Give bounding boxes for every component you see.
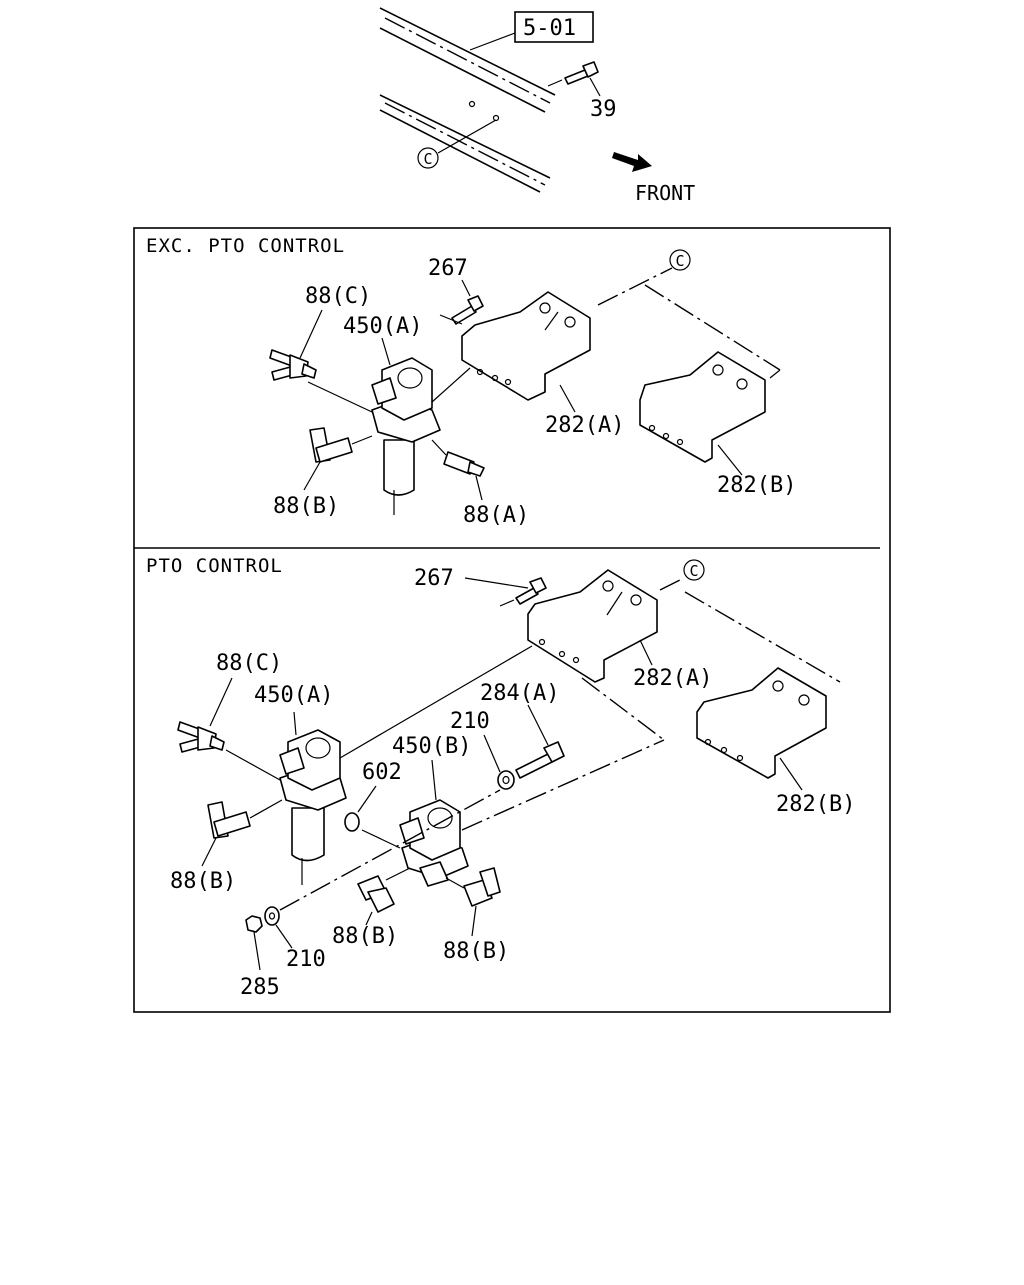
pto-elbow-mid-label: 88(B) bbox=[332, 924, 398, 949]
pto-callout-c-letter: C bbox=[689, 562, 698, 580]
front-label: FRONT bbox=[635, 181, 695, 205]
exc-tee-fitting bbox=[269, 349, 317, 381]
exc-straight-fitting bbox=[443, 451, 485, 477]
pto-bolt-label: 267 bbox=[414, 566, 454, 591]
exc-tee-label: 88(C) bbox=[305, 284, 371, 309]
pto-bolt-267 bbox=[464, 577, 547, 607]
pto-oring-label: 602 bbox=[362, 760, 402, 785]
exc-bracket-282b bbox=[639, 351, 766, 463]
bolt-39 bbox=[547, 61, 601, 97]
pto-bolt-b-label: 284(A) bbox=[480, 681, 559, 706]
exc-valve-label: 450(A) bbox=[343, 314, 422, 339]
callout-c-letter: C bbox=[423, 150, 432, 168]
pto-nut-285 bbox=[245, 915, 263, 933]
parts-frame bbox=[133, 227, 891, 1013]
bolt-39-label: 39 bbox=[590, 97, 617, 122]
pto-valve-a-label: 450(A) bbox=[254, 683, 333, 708]
pto-elbow-left-label: 88(B) bbox=[170, 869, 236, 894]
pto-bracket-282a bbox=[527, 569, 658, 683]
reference-box bbox=[514, 11, 594, 43]
pto-elbow-left bbox=[207, 801, 251, 839]
pto-title: PTO CONTROL bbox=[146, 555, 283, 577]
pto-valve-450b bbox=[399, 799, 469, 887]
pto-elbow-mid bbox=[357, 875, 395, 913]
pto-nut-label: 285 bbox=[240, 975, 280, 1000]
pto-elbow-right-label: 88(B) bbox=[443, 939, 509, 964]
pto-washer-210-bottom bbox=[264, 906, 280, 926]
pto-bracket-b-label: 282(B) bbox=[776, 792, 855, 817]
pto-bracket-a-label: 282(A) bbox=[633, 666, 712, 691]
pto-tee-fitting bbox=[177, 721, 225, 753]
pto-washer-top-label: 210 bbox=[450, 709, 490, 734]
exc-callout-c bbox=[669, 249, 691, 271]
pto-washer-bottom-label: 210 bbox=[286, 947, 326, 972]
pto-valve-b-label: 450(B) bbox=[392, 734, 471, 759]
exc-elbow-fitting bbox=[309, 427, 353, 463]
exc-bolt-label: 267 bbox=[428, 256, 468, 281]
exc-bolt-267 bbox=[451, 279, 484, 325]
exc-bracket-b-label: 282(B) bbox=[717, 473, 796, 498]
pto-valve-450a bbox=[279, 729, 347, 885]
pto-bolt-284a bbox=[515, 741, 565, 779]
reference-label: 5-01 bbox=[523, 16, 576, 41]
exc-bracket-a-label: 282(A) bbox=[545, 413, 624, 438]
exc-valve-450a bbox=[371, 357, 441, 515]
pto-oring-602 bbox=[344, 812, 360, 832]
pto-tee-label: 88(C) bbox=[216, 651, 282, 676]
exc-elbow-label: 88(B) bbox=[273, 494, 339, 519]
exc-bracket-282a bbox=[461, 291, 591, 401]
pto-bracket-282b bbox=[696, 667, 827, 779]
exc-callout-c-letter: C bbox=[675, 252, 684, 270]
callout-c-circle bbox=[417, 147, 439, 169]
pto-callout-c bbox=[683, 559, 705, 581]
pto-washer-210-top bbox=[497, 770, 515, 790]
exc-straight-label: 88(A) bbox=[463, 503, 529, 528]
pto-elbow-right bbox=[463, 867, 501, 907]
frame-rail bbox=[379, 7, 556, 193]
exc-pto-title: EXC. PTO CONTROL bbox=[146, 235, 345, 257]
front-arrow-icon bbox=[612, 152, 652, 172]
